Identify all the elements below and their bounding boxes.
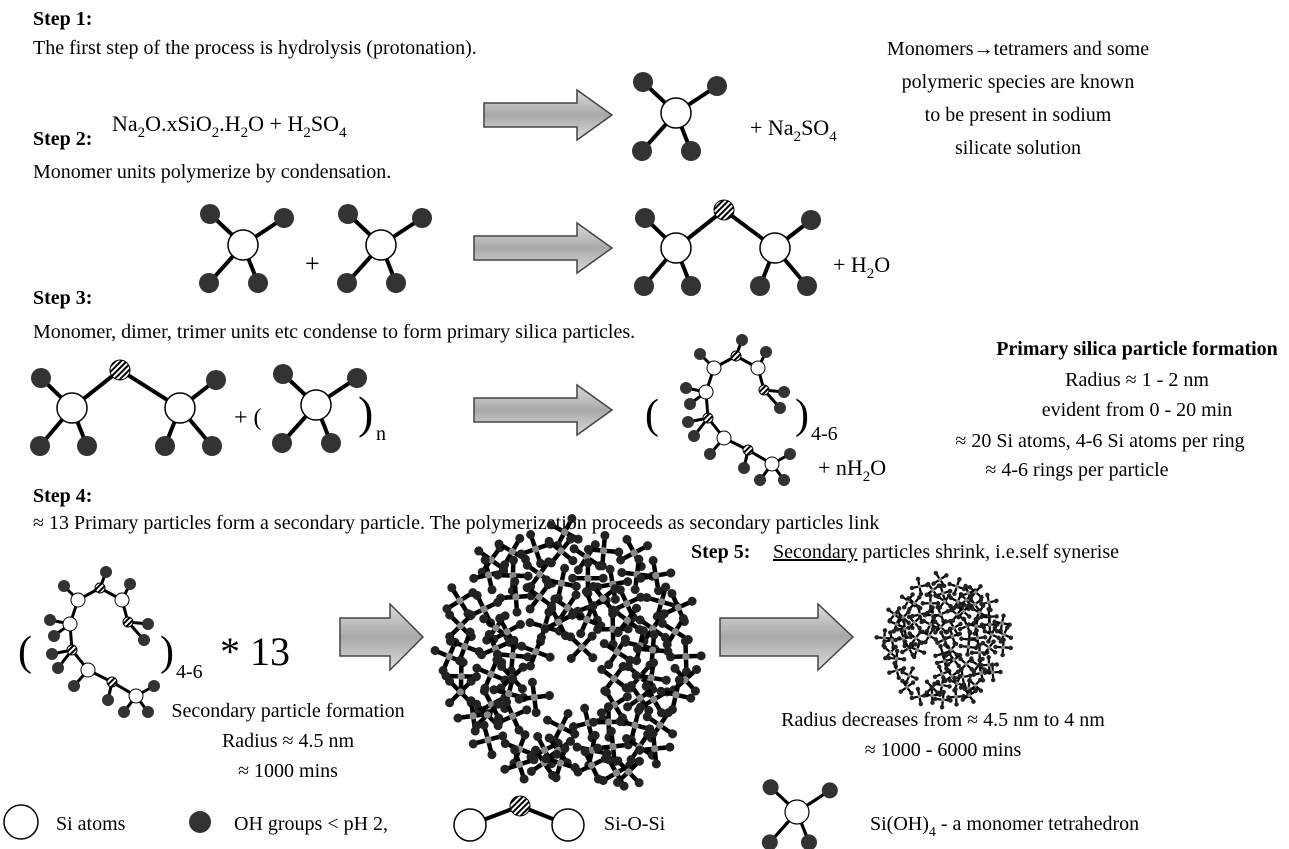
step2-heading: Step 2: xyxy=(33,128,92,150)
step1-note-line-3: to be present in sodium xyxy=(925,104,1112,126)
monomer-right-icon xyxy=(335,202,434,295)
monomer-tetrahedron-icon xyxy=(630,70,729,163)
step3-ring-open-paren: ( xyxy=(645,392,659,438)
step4-arrow xyxy=(339,602,425,672)
shrunk-particle-icon xyxy=(872,569,1016,712)
step3-arrow xyxy=(473,383,614,437)
step3-ring-subscript: 4-6 xyxy=(811,423,838,445)
step2-description: Monomer units polymerize by condensation… xyxy=(33,161,391,183)
primary-info-title: Primary silica particle formation xyxy=(996,338,1278,360)
step4-close-paren: ) xyxy=(160,629,174,675)
step3-heading: Step 3: xyxy=(33,287,92,309)
step5-info-line-1: Radius decreases from ≈ 4.5 nm to 4 nm xyxy=(781,709,1105,731)
secondary-info-line-1: Secondary particle formation xyxy=(171,700,404,722)
step4-ring-subscript: 4-6 xyxy=(176,661,203,683)
legend-oh-label: OH groups < pH 2, xyxy=(234,813,388,835)
silica-unit xyxy=(931,687,955,712)
step5-heading: Step 5: xyxy=(691,541,750,563)
step5-arrow xyxy=(719,602,855,672)
legend-si-label: Si atoms xyxy=(56,813,126,835)
dimer-icon xyxy=(632,199,823,298)
step3-n-subscript: n xyxy=(376,423,386,445)
step3-plus: + ( xyxy=(234,405,262,431)
step3-description: Monomer, dimer, trimer units etc condens… xyxy=(33,321,635,343)
silica-unit xyxy=(904,593,924,613)
step3-close-paren: ) xyxy=(358,387,373,438)
primary-info-line-4: ≈ 4-6 rings per particle xyxy=(985,459,1168,481)
secondary-particle-icon xyxy=(429,513,707,792)
si-atom-icon xyxy=(3,804,39,840)
step1-equation: Na2O.xSiO2.H2O + H2SO4 xyxy=(112,111,347,141)
step1-note-line-2: polymeric species are known xyxy=(902,71,1135,93)
dimer-reactant-icon xyxy=(28,359,228,458)
step4-multiplier: * 13 xyxy=(220,629,290,674)
legend-monomer-label: Si(OH)4 - a monomer tetrahedron xyxy=(870,813,1139,840)
primary-info-line-2: evident from 0 - 20 min xyxy=(1042,399,1233,421)
monomer-left-icon xyxy=(197,202,296,295)
secondary-info-line-3: ≈ 1000 mins xyxy=(238,760,338,782)
monomer-n-icon xyxy=(270,362,369,455)
step2-arrow xyxy=(473,221,614,275)
primary-particle-icon xyxy=(42,564,162,720)
silica-unit xyxy=(445,611,476,642)
step1-note-line-4: silicate solution xyxy=(955,137,1081,159)
legend-monomer-icon xyxy=(760,777,840,849)
secondary-info-line-2: Radius ≈ 4.5 nm xyxy=(222,730,355,752)
step1-description: The first step of the process is hydroly… xyxy=(33,37,477,59)
oh-group-icon xyxy=(189,811,211,833)
step1-product: + Na2SO4 xyxy=(750,115,837,145)
step3-water: + nH2O xyxy=(818,455,886,485)
step2-plus: + xyxy=(305,249,320,278)
step3-ring-close-paren: ) xyxy=(795,392,809,438)
step4-description: ≈ 13 Primary particles form a secondary … xyxy=(33,512,879,534)
step1-note-line-1: Monomers→tetramers and some xyxy=(887,38,1149,60)
step4-heading: Step 4: xyxy=(33,485,92,507)
step5-description: Secondary particles shrink, i.e.self syn… xyxy=(773,541,1119,563)
primary-info-line-1: Radius ≈ 1 - 2 nm xyxy=(1065,369,1209,391)
primary-info-line-3: ≈ 20 Si atoms, 4-6 Si atoms per ring xyxy=(955,430,1244,452)
step2-product: + H2O xyxy=(833,252,890,282)
si-o-si-icon xyxy=(453,795,585,842)
silica-unit xyxy=(920,683,945,708)
primary-particle-ring-icon xyxy=(678,332,798,488)
step5-info-line-2: ≈ 1000 - 6000 mins xyxy=(865,739,1022,761)
step1-heading: Step 1: xyxy=(33,8,92,30)
step1-arrow xyxy=(483,88,614,142)
legend-siosi-label: Si-O-Si xyxy=(604,813,666,835)
step4-open-paren: ( xyxy=(18,629,32,675)
